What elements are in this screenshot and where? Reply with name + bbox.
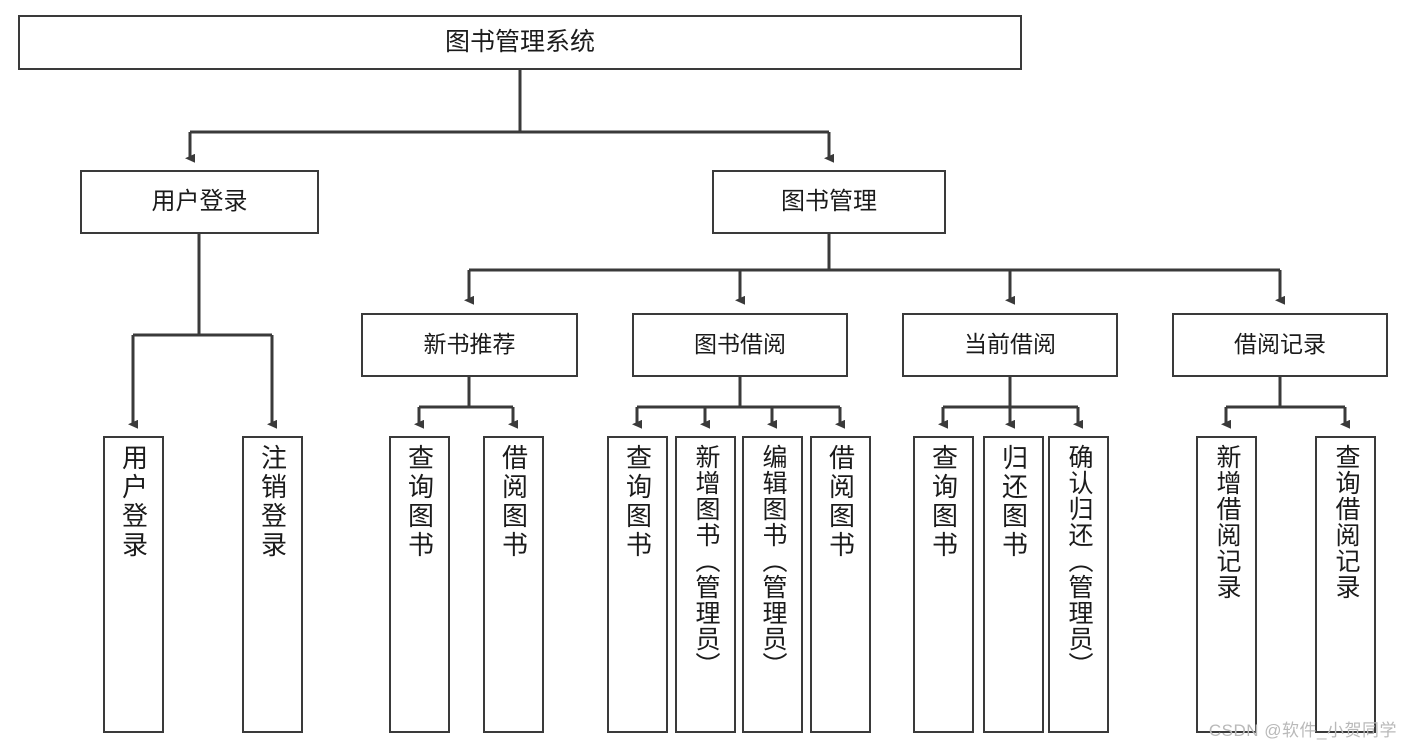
node-label: 图书管理 — [781, 187, 877, 215]
node-label: 当前借阅 — [964, 331, 1056, 358]
node-label: 查询借阅记录 — [1332, 444, 1360, 600]
leaf-user-login-logout[interactable]: 注销登录 — [242, 436, 303, 733]
leaf-current-return-book[interactable]: 归还图书 — [983, 436, 1044, 733]
node-label: 用户登录 — [118, 444, 149, 560]
leaf-current-query-book[interactable]: 查询图书 — [913, 436, 974, 733]
node-new-book-recommend[interactable]: 新书推荐 — [361, 313, 578, 377]
node-user-login[interactable]: 用户登录 — [80, 170, 319, 234]
leaf-borrow-borrow-book[interactable]: 借阅图书 — [810, 436, 871, 733]
node-label: 图书借阅 — [694, 331, 786, 358]
node-label: 借阅图书 — [498, 444, 529, 560]
node-current-borrow[interactable]: 当前借阅 — [902, 313, 1118, 377]
node-label: 注销登录 — [257, 444, 288, 560]
node-label: 编辑图书（管理员） — [759, 444, 787, 678]
node-label: 新增图书（管理员） — [692, 444, 720, 678]
leaf-recommend-query-book[interactable]: 查询图书 — [389, 436, 450, 733]
node-label: 查询图书 — [622, 444, 653, 560]
node-label: 新增借阅记录 — [1213, 444, 1241, 600]
leaf-user-login-login[interactable]: 用户登录 — [103, 436, 164, 733]
node-label: 归还图书 — [998, 444, 1029, 560]
node-root-system[interactable]: 图书管理系统 — [18, 15, 1022, 70]
leaf-current-confirm-return-admin[interactable]: 确认归还（管理员） — [1048, 436, 1109, 733]
leaf-recommend-borrow-book[interactable]: 借阅图书 — [483, 436, 544, 733]
node-borrow-record[interactable]: 借阅记录 — [1172, 313, 1388, 377]
leaf-borrow-edit-book-admin[interactable]: 编辑图书（管理员） — [742, 436, 803, 733]
node-book-borrow[interactable]: 图书借阅 — [632, 313, 848, 377]
node-label: 查询图书 — [404, 444, 435, 560]
node-label: 确认归还（管理员） — [1065, 444, 1093, 678]
node-book-management[interactable]: 图书管理 — [712, 170, 946, 234]
leaf-record-add-record[interactable]: 新增借阅记录 — [1196, 436, 1257, 733]
leaf-borrow-add-book-admin[interactable]: 新增图书（管理员） — [675, 436, 736, 733]
node-label: 查询图书 — [928, 444, 959, 560]
node-label: 借阅记录 — [1234, 331, 1326, 358]
csdn-watermark: CSDN @软件_小贺同学 — [1208, 721, 1397, 740]
node-label: 新书推荐 — [423, 331, 516, 358]
node-label: 借阅图书 — [825, 444, 856, 560]
node-label: 图书管理系统 — [444, 27, 595, 56]
leaf-record-query-record[interactable]: 查询借阅记录 — [1315, 436, 1376, 733]
leaf-borrow-query-book[interactable]: 查询图书 — [607, 436, 668, 733]
node-label: 用户登录 — [151, 187, 248, 215]
